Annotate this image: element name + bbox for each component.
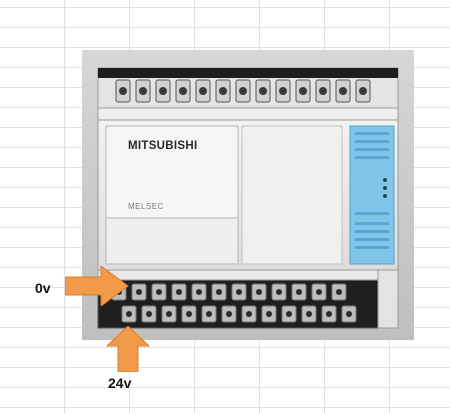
- twenty-four-volt-label: 24v: [108, 375, 132, 391]
- plc-illustration: [82, 50, 414, 340]
- plc-brand-label: MITSUBISHI: [128, 140, 198, 152]
- arrow-up-icon: [106, 326, 150, 372]
- arrow-right-icon: [65, 266, 129, 306]
- plc-photo: MITSUBISHI MELSEC: [82, 50, 414, 340]
- plc-model-label: MELSEC: [128, 202, 164, 211]
- zero-volt-label: 0v: [35, 280, 51, 296]
